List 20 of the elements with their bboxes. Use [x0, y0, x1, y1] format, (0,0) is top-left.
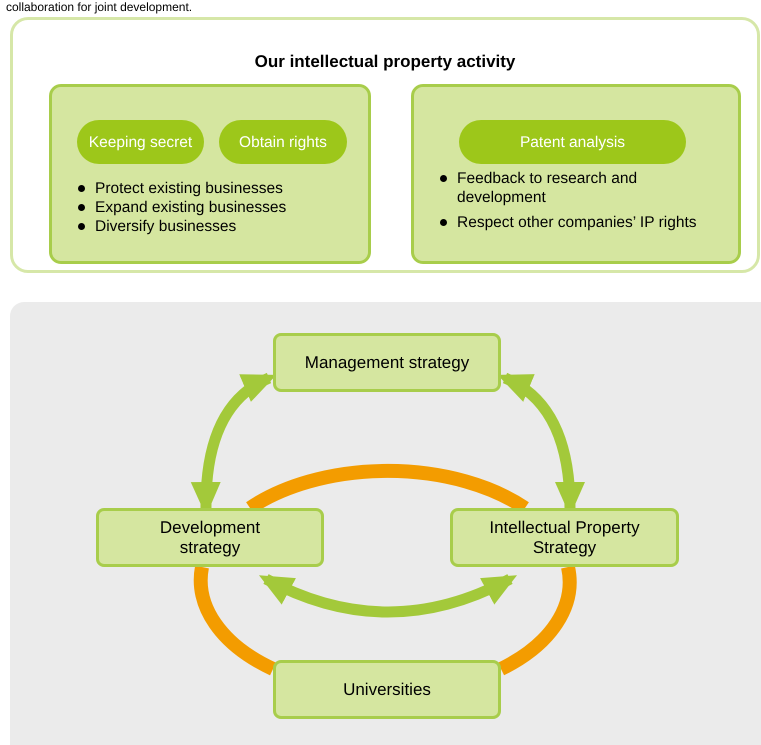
connector-ring-arc [498, 566, 577, 676]
category-pill: Keeping secret [77, 120, 204, 164]
panel-title: Our intellectual property activity [254, 52, 516, 72]
strategy-box: Universities [273, 660, 501, 719]
connector-ring-arc [194, 566, 276, 676]
bullet-item: Diversify businesses [76, 217, 366, 236]
bullet-item: Protect existing businesses [76, 179, 366, 198]
bullet-item: Expand existing businesses [76, 198, 366, 217]
strategy-box: Management strategy [273, 333, 501, 392]
bullet-item: Feedback to research and development [438, 169, 700, 207]
double-arrow [258, 574, 518, 618]
bullet-item: Respect other companies’ IP rights [438, 213, 700, 232]
category-pill: Patent analysis [459, 120, 686, 164]
caption-text: collaboration for joint development. [6, 0, 192, 14]
activity-panel [10, 17, 760, 273]
activity-card [411, 84, 741, 264]
activity-card [49, 84, 371, 264]
category-pill: Obtain rights [219, 120, 347, 164]
strategy-box: Intellectual Property Strategy [450, 508, 679, 567]
strategy-box: Development strategy [96, 508, 324, 567]
